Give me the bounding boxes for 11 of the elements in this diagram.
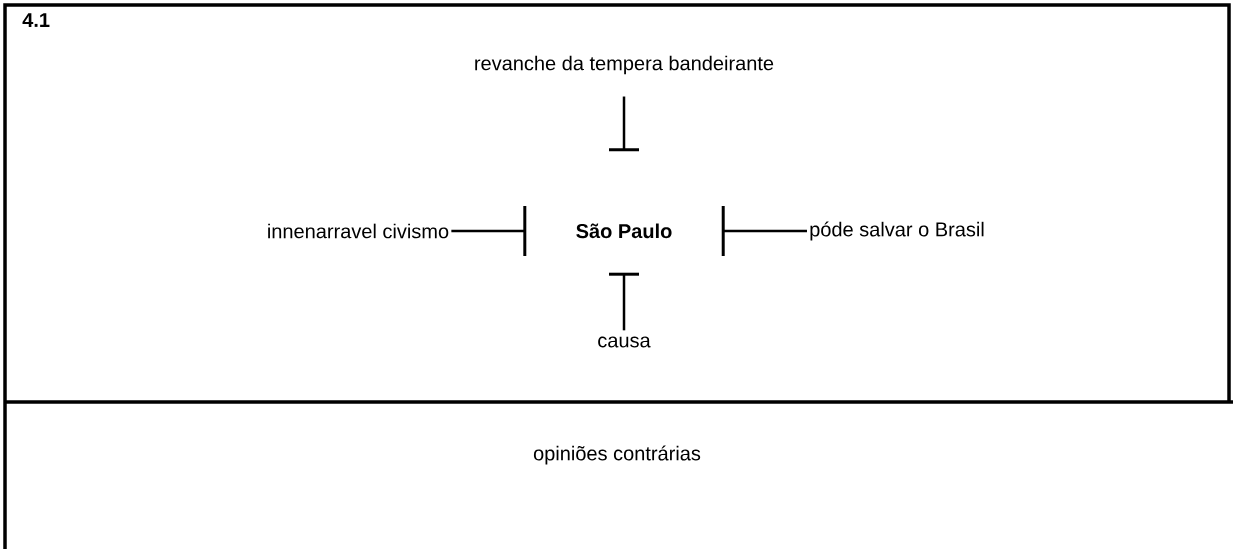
bar-connector: [451, 206, 527, 256]
term-text: causa: [598, 336, 651, 348]
central-term: São Paulo: [576, 223, 672, 239]
note-text: opiniões contrárias: [533, 445, 701, 465]
section-number: 4.1: [22, 13, 50, 27]
term-text: póde salvar o Brasil: [810, 221, 984, 241]
bar-connector: [609, 272, 639, 331]
bar-connector: [721, 206, 807, 256]
bar-connector: [609, 96, 639, 152]
term-text: revanche da tempera bandeirante: [475, 55, 774, 75]
term-text: innenarravel civismo: [268, 223, 449, 239]
